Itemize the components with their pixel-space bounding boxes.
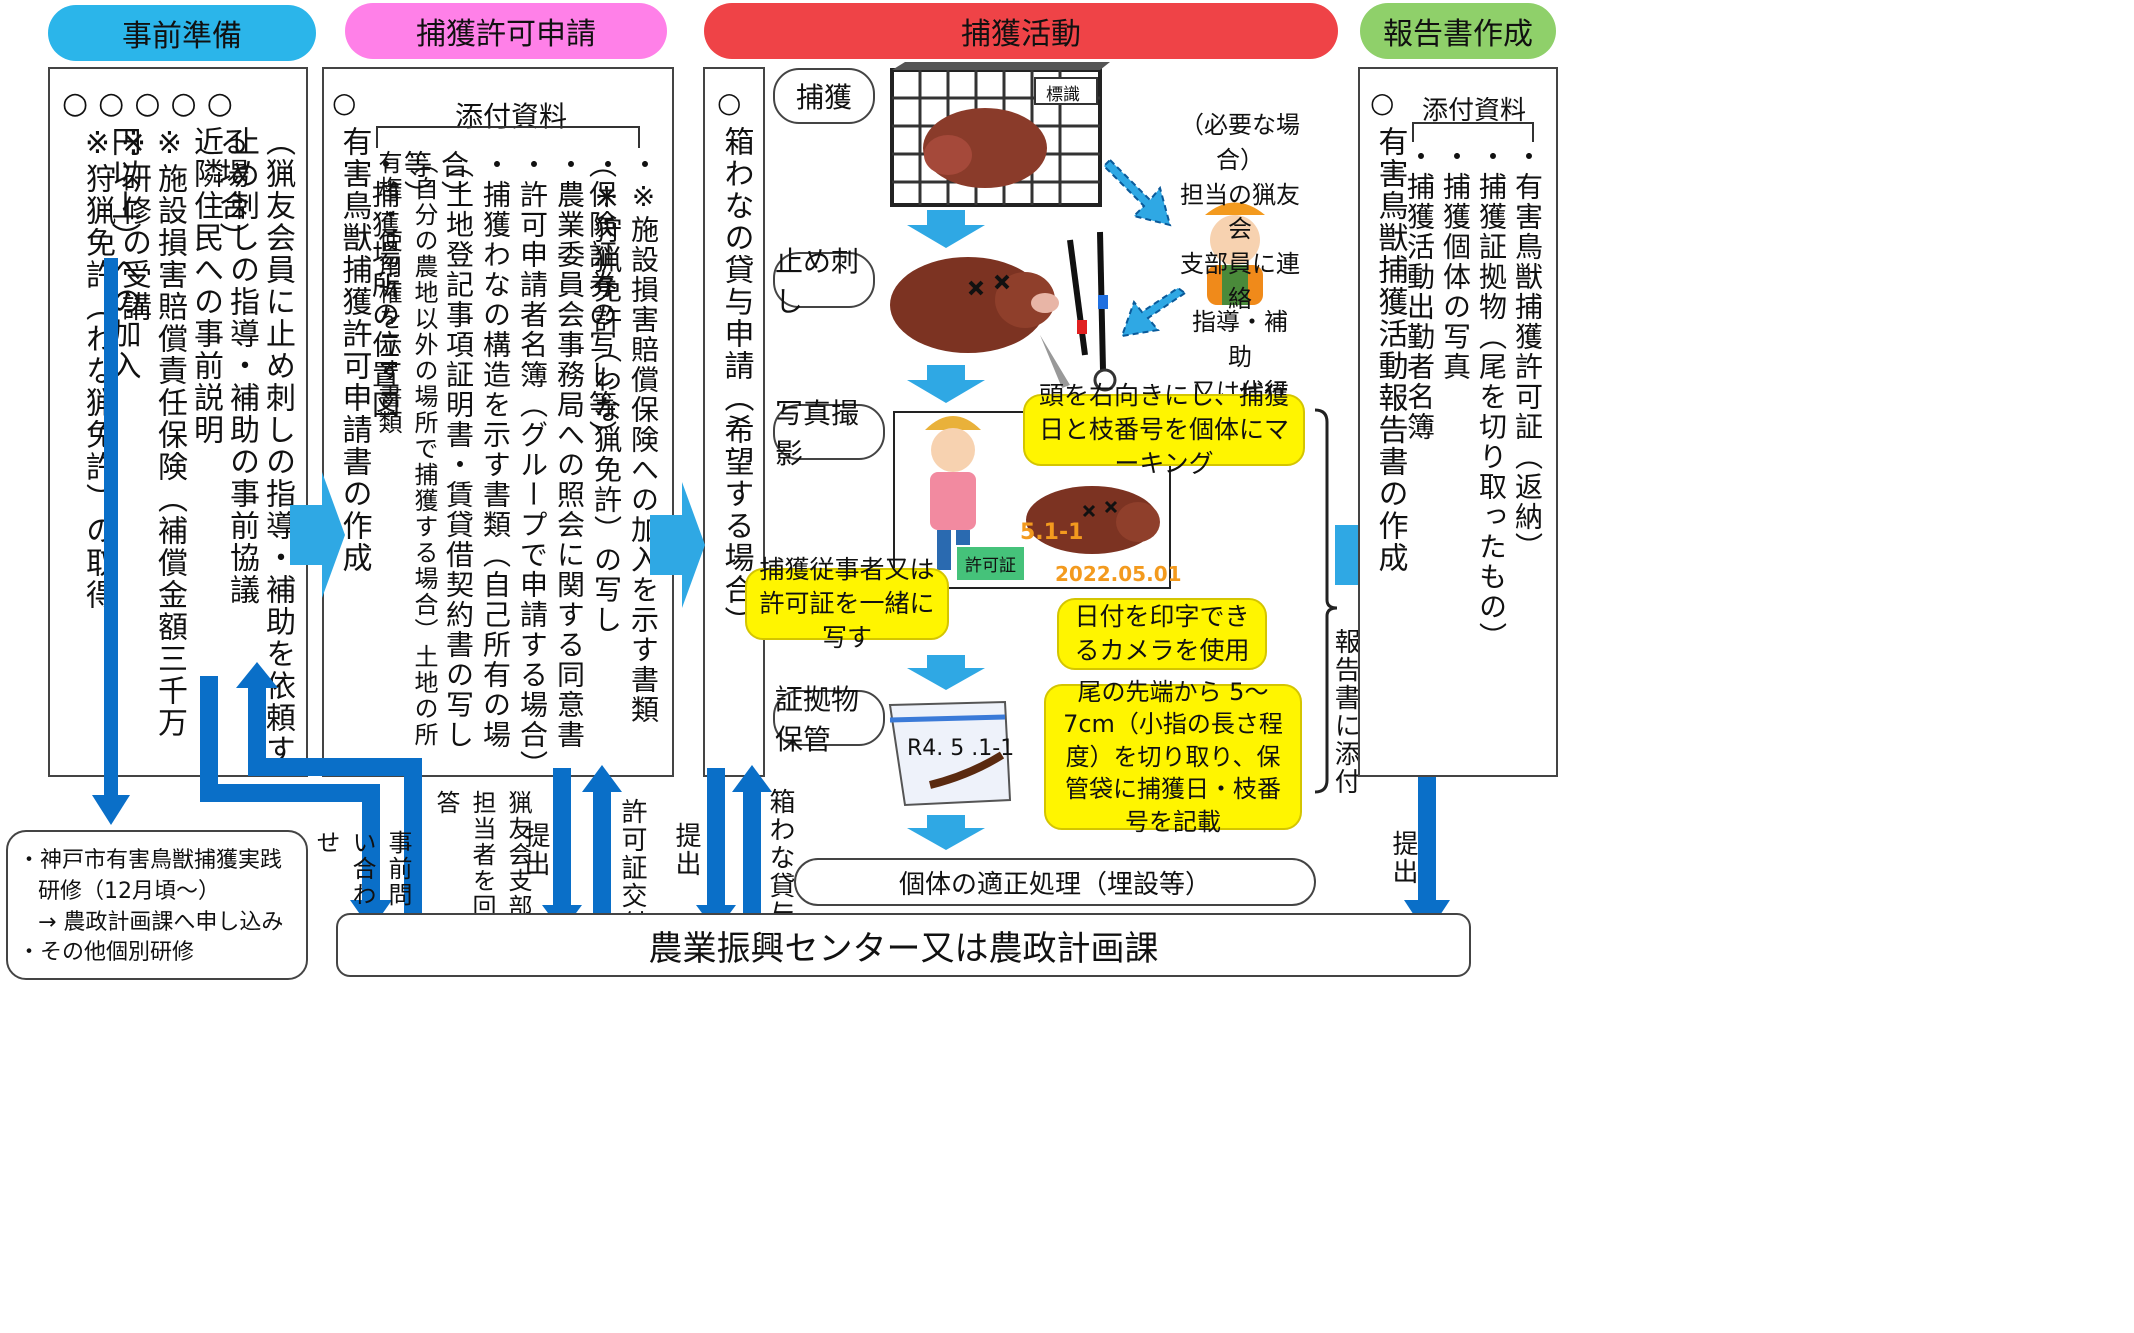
phase-apply: 捕獲許可申請 xyxy=(345,3,667,59)
prep-columns: （猟友会員に止め刺しの指導・補助を依頼する場合） 止め刺しの指導・補助の事前協議… xyxy=(60,126,300,766)
report-main: 有害鳥獣捕獲活動報告書の作成 xyxy=(1372,126,1408,574)
cage-icon xyxy=(890,62,1110,207)
trap-circle: ○ xyxy=(717,86,742,119)
contact-line3: 支部員に連絡 xyxy=(1180,250,1300,313)
note-tail: 尾の先端から 5～7cm（小指の長さ程度）を切り取り、保管袋に捕獲日・枝番号を記… xyxy=(1044,678,1302,836)
prep-col4: ※施設損害賠償責任保険（補償金額三千万円以上）への加入 xyxy=(105,126,188,739)
report-bracket xyxy=(1412,122,1534,142)
marking-text: 5.1-1 xyxy=(1020,520,1084,545)
disposal-box: 個体の適正処理（埋設等） xyxy=(794,858,1316,906)
apply-item-3: ・農業委員会事務局への照会に関する同意書 xyxy=(553,150,586,750)
apply-bracket xyxy=(376,126,640,148)
contact-line2: 担当の猟友会 xyxy=(1180,180,1300,244)
label-trap-lend: 箱わな貸与 xyxy=(765,788,795,928)
report-item-3: ・捕獲個体の写真 xyxy=(1439,142,1472,382)
trap-box xyxy=(703,67,765,777)
contact-line1: （必要な場合） xyxy=(1180,111,1300,174)
training-line2: 研修（12月頃～） xyxy=(38,878,220,904)
phase-capture-label: 捕獲活動 xyxy=(961,17,1081,52)
bag-label: R4. 5 .1-1 xyxy=(907,736,1015,761)
report-items: ・有害鳥獣捕獲許可証（返納） ・捕獲証拠物（尾を切り取ったもの） ・捕獲個体の写… xyxy=(1400,142,1548,762)
training-line1: ・神戸市有害鳥獣捕獲実践 xyxy=(18,848,283,873)
report-item-1: ・有害鳥獣捕獲許可証（返納） xyxy=(1511,142,1544,562)
label-submit1: 提出 xyxy=(520,822,550,878)
training-line3: → 農政計画課へ申し込み xyxy=(38,909,284,935)
photo-boar-icon xyxy=(1026,486,1160,554)
prep-col1: （猟友会員に止め刺しの指導・補助を依頼する場合） xyxy=(213,126,296,766)
report-attach-title: 添付資料 xyxy=(1422,96,1527,126)
note-camera: 日付を印字できるカメラを使用 xyxy=(1057,598,1267,670)
assist-line1: 指導・補助 xyxy=(1192,308,1288,371)
spear-icon xyxy=(1040,231,1117,392)
capture-flow-arrows xyxy=(907,210,985,850)
apply-items: ・※施設損害賠償保険への加入を示す書類（保険証券の写し等） ・※狩猟免許（わな猟… xyxy=(364,150,664,780)
sign-icon xyxy=(1034,77,1098,105)
center-box: 農業振興センター又は農政計画課 xyxy=(336,913,1471,977)
phase-prep-label: 事前準備 xyxy=(122,19,242,54)
flow-arrows xyxy=(92,258,1450,935)
step-capture: 捕獲 xyxy=(773,68,875,124)
phase-capture: 捕獲活動 xyxy=(704,3,1338,59)
attach-report-label: 報告書に添付 xyxy=(1330,628,1361,796)
apply-item-7: （自分の農地以外の場所で捕獲する場合）土地の所有権・使用権を示す書類 xyxy=(374,150,438,748)
training-line4: ・その他個別研修 xyxy=(18,940,195,966)
trap-text: 箱わなの貸与申請（希望する場合） xyxy=(718,126,754,638)
boar-icon xyxy=(890,257,1059,353)
apply-item-8: ・捕獲場所の位置図 xyxy=(368,150,401,420)
report-circle: ○ xyxy=(1370,86,1395,119)
prep-col3: 近隣住民への事前説明 xyxy=(188,126,223,446)
apply-item-1: ・※施設損害賠償保険への加入を示す書類（保険証券の写し等） xyxy=(585,150,660,725)
report-item-4: ・捕獲活動出勤者名簿 xyxy=(1403,142,1436,442)
apply-main: 有害鳥獣捕獲許可申請書の作成 xyxy=(336,126,372,574)
label-answer: 猟友会支部担当者を回答 xyxy=(432,790,532,920)
apply-item-6: （土地登記事項証明書・賃貸借契約書の写し等） xyxy=(400,150,475,750)
report-item-2: ・捕獲証拠物（尾を切り取ったもの） xyxy=(1475,142,1508,652)
prep-col5: ※研修の受講 xyxy=(116,126,151,323)
contact-text: （必要な場合） 担当の猟友会 支部員に連絡 xyxy=(1170,108,1310,317)
apply-box xyxy=(322,67,674,777)
phase-apply-label: 捕獲許可申請 xyxy=(416,17,596,52)
prep-col2: 止め刺しの指導・補助の事前協議 xyxy=(224,126,259,606)
phase-prep: 事前準備 xyxy=(48,5,316,61)
apply-item-2: ・※狩猟免許（わな猟免許）の写し xyxy=(590,150,623,635)
report-box xyxy=(1358,67,1558,777)
farmer-icon xyxy=(925,416,981,570)
apply-item-5: ・捕獲わなの構造を示す書類（自己所有の場合） xyxy=(437,150,512,750)
prep-box xyxy=(48,67,308,777)
phase-report: 報告書作成 xyxy=(1360,3,1556,59)
center-label: 農業振興センター又は農政計画課 xyxy=(648,928,1159,969)
label-inquiry: 事前問い合わせ xyxy=(312,830,412,908)
sign-label: 標識 xyxy=(1046,85,1080,105)
date-stamp: 2022.05.01 xyxy=(1055,562,1182,586)
label-submit3: 提出 xyxy=(1388,830,1418,886)
label-submit2: 提出 xyxy=(671,822,701,878)
apply-circle: ○ xyxy=(332,86,357,119)
apply-item-4: ・許可申請者名簿（グループで申請する場合） xyxy=(516,150,549,780)
prep-circles: ○○○○○ xyxy=(62,86,243,121)
evidence-bag-icon xyxy=(888,700,1012,807)
permit-tag: 許可証 xyxy=(955,545,1026,582)
training-box: ・神戸市有害鳥獣捕獲実践 研修（12月頃～） → 農政計画課へ申し込み ・その他… xyxy=(6,830,308,980)
hunter-icon xyxy=(1205,202,1265,305)
phase-report-label: 報告書作成 xyxy=(1383,17,1533,52)
note-marking: 頭を右向きにし、捕獲日と枝番号を個体にマーキング xyxy=(1023,381,1305,478)
note-photo: 捕獲従事者又は許可証を一緒に写す xyxy=(745,555,949,652)
